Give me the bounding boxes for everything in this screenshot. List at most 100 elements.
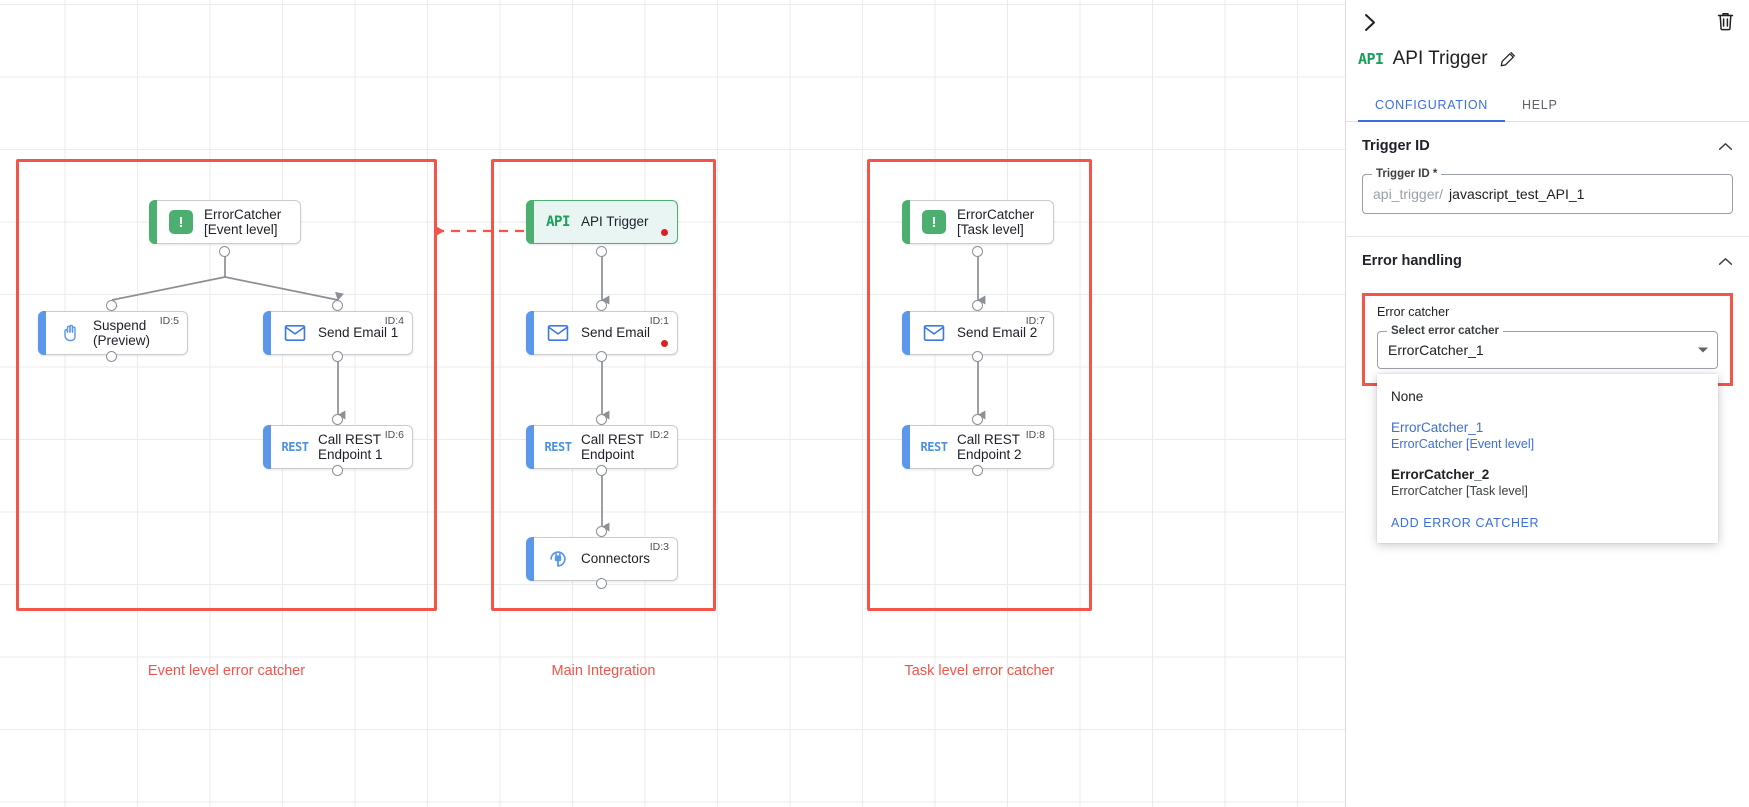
node-output-port[interactable] — [972, 465, 983, 476]
node-output-port[interactable] — [106, 351, 117, 362]
node-call-rest-endpoint-2[interactable]: REST Call REST Endpoint 2 ID:8 — [902, 425, 1054, 469]
section-trigger-id: Trigger ID Trigger ID * api_trigger/ jav… — [1346, 122, 1749, 237]
node-call-rest-endpoint-1[interactable]: REST Call REST Endpoint 1 ID:6 — [263, 425, 413, 469]
panel-tabs: CONFIGURATION HELP — [1346, 88, 1749, 122]
error-catcher-options-menu[interactable]: None ErrorCatcher_1 ErrorCatcher [Event … — [1377, 374, 1718, 543]
tab-help[interactable]: HELP — [1522, 98, 1558, 112]
node-output-port[interactable] — [596, 465, 607, 476]
option-errorcatcher-1[interactable]: ErrorCatcher_1 ErrorCatcher [Event level… — [1377, 412, 1718, 459]
node-id-label: ID:5 — [159, 315, 179, 327]
section-header-error-handling[interactable]: Error handling — [1362, 237, 1733, 285]
node-output-port[interactable] — [972, 246, 983, 257]
node-error-catcher-task-level[interactable]: ! ErrorCatcher [Task level] — [902, 200, 1054, 244]
trigger-id-input[interactable]: javascript_test_API_1 — [1449, 186, 1585, 202]
node-accent-bar — [526, 311, 534, 355]
option-label: ErrorCatcher_2 — [1391, 467, 1490, 482]
trigger-id-prefix: api_trigger/ — [1373, 186, 1444, 202]
node-accent-bar — [526, 200, 534, 244]
section-header-trigger-id[interactable]: Trigger ID — [1362, 122, 1733, 170]
section-title: Error handling — [1362, 253, 1462, 269]
properties-panel: API API Trigger CONFIGURATION HELP Trigg… — [1345, 0, 1749, 807]
node-accent-bar — [902, 311, 910, 355]
node-input-port[interactable] — [596, 414, 607, 425]
group-frame-task-level[interactable] — [867, 159, 1092, 611]
node-label: API Trigger — [581, 214, 649, 230]
email-icon — [282, 320, 308, 346]
node-call-rest-endpoint[interactable]: REST Call REST Endpoint ID:2 — [526, 425, 678, 469]
node-input-port[interactable] — [596, 526, 607, 537]
node-output-port[interactable] — [596, 351, 607, 362]
select-error-catcher-legend: Select error catcher — [1387, 325, 1504, 337]
node-label: Call REST Endpoint 2 — [957, 431, 1022, 462]
error-catcher-block: Error catcher Select error catcher Error… — [1362, 293, 1733, 543]
node-output-port[interactable] — [332, 351, 343, 362]
group-frame-event-level[interactable] — [16, 159, 437, 611]
node-input-port[interactable] — [332, 414, 343, 425]
node-label: Suspend (Preview) — [93, 317, 151, 348]
error-catcher-icon: ! — [168, 209, 194, 235]
section-error-handling: Error handling Error catcher Select erro… — [1346, 237, 1749, 543]
option-label: ErrorCatcher_1 — [1391, 420, 1484, 435]
node-label: Send Email — [581, 325, 651, 341]
option-none[interactable]: None — [1377, 381, 1718, 412]
node-accent-bar — [526, 425, 534, 469]
email-icon — [545, 320, 571, 346]
node-accent-bar — [526, 537, 534, 581]
page-title: API Trigger — [1392, 48, 1488, 69]
status-error-dot — [661, 340, 668, 347]
email-icon — [921, 320, 947, 346]
node-output-port[interactable] — [972, 351, 983, 362]
node-suspend-preview[interactable]: Suspend (Preview) ID:5 — [38, 311, 188, 355]
node-accent-bar — [902, 200, 910, 244]
node-send-email-2[interactable]: Send Email 2 ID:7 — [902, 311, 1054, 355]
rest-icon: REST — [544, 440, 572, 454]
node-id-label: ID:4 — [384, 315, 404, 327]
node-id-label: ID:8 — [1025, 429, 1045, 441]
group-label-task-level: Task level error catcher — [904, 663, 1055, 679]
group-frame-main-integration[interactable] — [491, 159, 716, 611]
node-output-port[interactable] — [596, 246, 607, 257]
node-input-port[interactable] — [972, 300, 983, 311]
node-send-email-1[interactable]: Send Email 1 ID:4 — [263, 311, 413, 355]
node-id-label: ID:1 — [649, 315, 669, 327]
node-id-label: ID:3 — [649, 541, 669, 553]
add-error-catcher-button[interactable]: ADD ERROR CATCHER — [1391, 516, 1540, 530]
chevron-up-icon[interactable] — [1718, 139, 1733, 154]
option-sublabel: ErrorCatcher [Task level] — [1391, 484, 1528, 498]
select-error-catcher-dropdown[interactable]: Select error catcher ErrorCatcher_1 — [1377, 325, 1718, 369]
node-output-port[interactable] — [219, 246, 230, 257]
node-output-port[interactable] — [596, 578, 607, 589]
node-connectors[interactable]: Connectors ID:3 — [526, 537, 678, 581]
error-catcher-icon: ! — [921, 209, 947, 235]
collapse-panel-icon[interactable] — [1356, 8, 1384, 36]
node-input-port[interactable] — [596, 300, 607, 311]
workflow-canvas[interactable]: Event level error catcher Main Integrati… — [0, 0, 1345, 807]
node-accent-bar — [263, 311, 271, 355]
trigger-id-field-legend: Trigger ID * — [1372, 168, 1442, 180]
edit-pencil-icon[interactable] — [1499, 50, 1517, 68]
suspend-hand-icon — [57, 320, 83, 346]
panel-topbar — [1346, 0, 1749, 42]
trigger-id-field[interactable]: Trigger ID * api_trigger/ javascript_tes… — [1362, 168, 1733, 214]
node-error-catcher-event-level[interactable]: ! ErrorCatcher [Event level] — [149, 200, 301, 244]
delete-icon[interactable] — [1713, 9, 1737, 33]
tab-configuration[interactable]: CONFIGURATION — [1358, 88, 1506, 122]
connectors-plug-icon — [545, 546, 571, 572]
select-error-catcher-value: ErrorCatcher_1 — [1388, 342, 1484, 358]
node-output-port[interactable] — [332, 465, 343, 476]
node-send-email[interactable]: Send Email ID:1 — [526, 311, 678, 355]
chevron-up-icon[interactable] — [1718, 254, 1733, 269]
node-api-trigger[interactable]: API API Trigger — [526, 200, 678, 244]
node-input-port[interactable] — [332, 300, 343, 311]
node-input-port[interactable] — [106, 300, 117, 311]
node-accent-bar — [902, 425, 910, 469]
api-icon: API — [1358, 50, 1384, 68]
node-accent-bar — [149, 200, 157, 244]
node-label: Send Email 1 — [318, 325, 399, 341]
api-icon: API — [546, 214, 570, 230]
node-input-port[interactable] — [972, 414, 983, 425]
option-errorcatcher-2[interactable]: ErrorCatcher_2 ErrorCatcher [Task level] — [1377, 459, 1718, 506]
rest-icon: REST — [920, 440, 948, 454]
node-label: ErrorCatcher [Event level] — [204, 206, 282, 237]
chevron-down-icon[interactable] — [1698, 347, 1708, 353]
